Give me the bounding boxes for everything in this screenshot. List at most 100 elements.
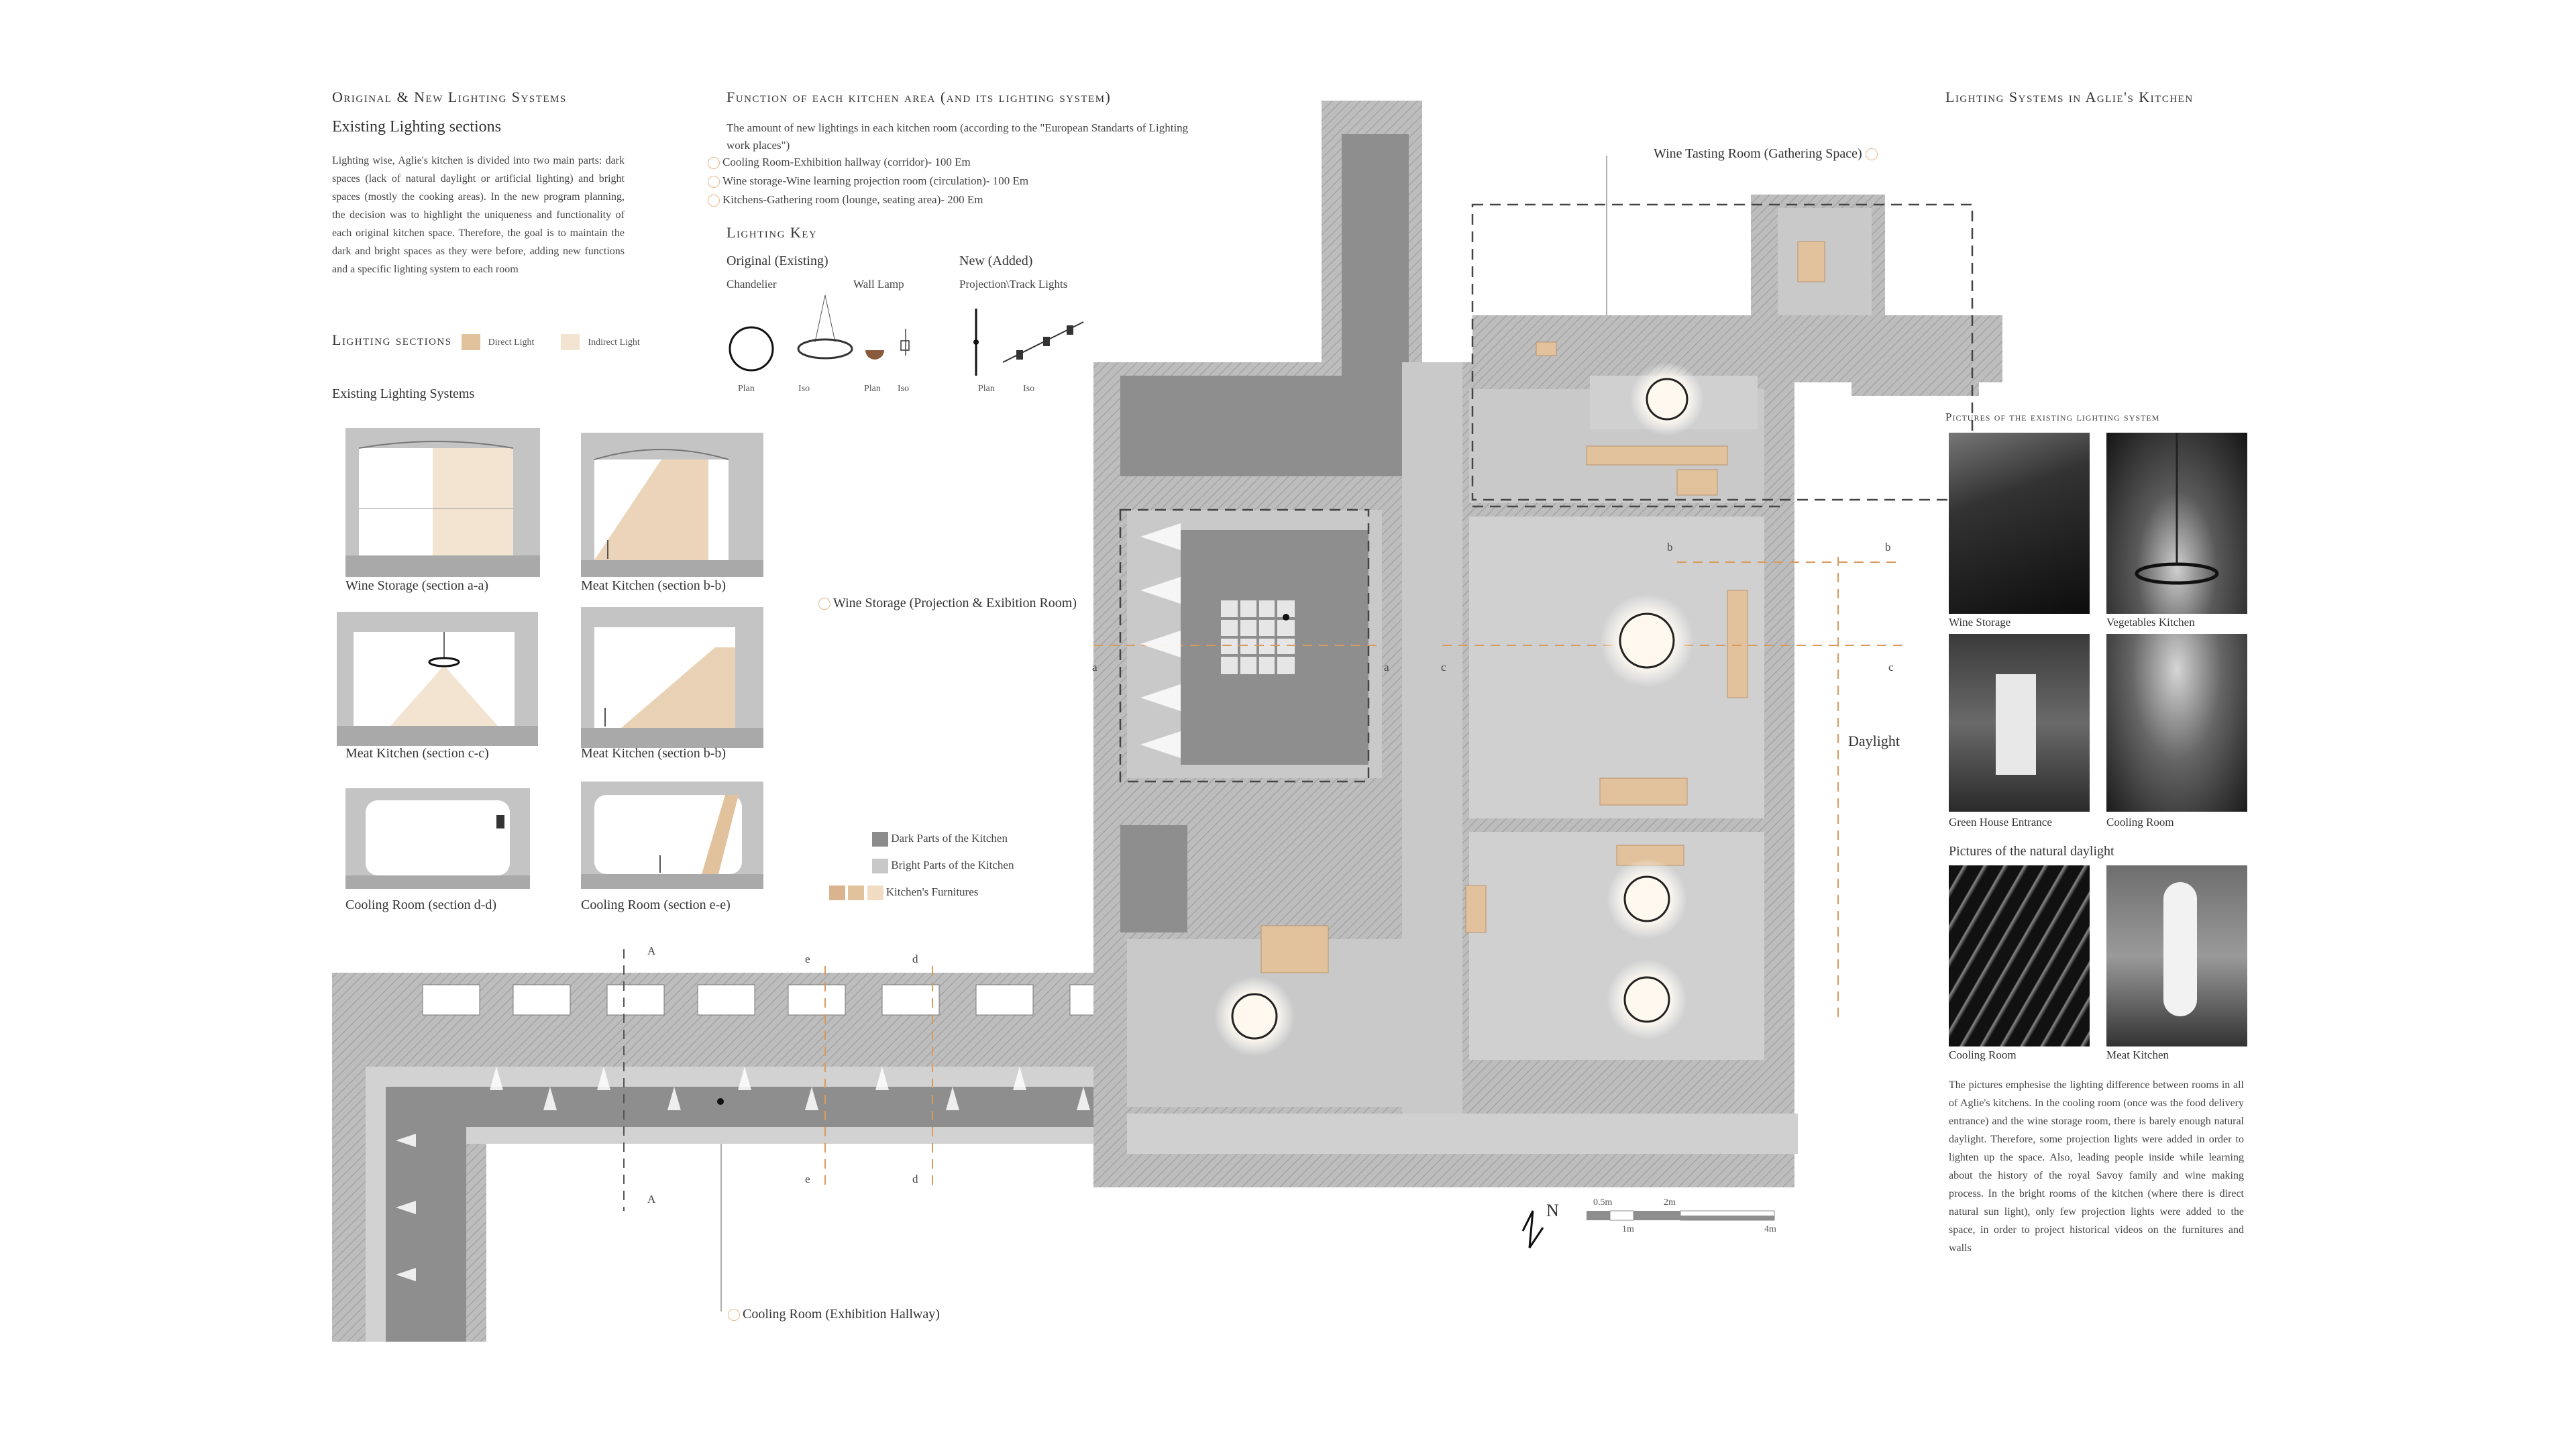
scale-2: 2m [1664, 1197, 1676, 1208]
cooling-corridor [332, 973, 1137, 1342]
key-plan-3: Plan [978, 384, 995, 394]
indirect-light-label: Indirect Light [588, 337, 640, 347]
lighting-sections-legend: Lighting sections Direct Light Indirect … [332, 331, 640, 351]
section-caption-6: Cooling Room (section e-e) [581, 898, 731, 912]
caption-green-house: Green House Entrance [1949, 816, 2052, 828]
bright-swatch [872, 859, 888, 874]
section-drawing-bb-2 [581, 607, 763, 748]
circle-number-icon [708, 195, 720, 207]
scale-bar [1587, 1210, 1775, 1221]
key-original: Original (Existing) [727, 254, 828, 268]
key-wall-lamp: Wall Lamp [853, 278, 904, 290]
circle-number-icon [728, 1309, 740, 1322]
key-iso-2: Iso [898, 384, 910, 394]
cut-label-e-bottom: e [805, 1173, 810, 1185]
dark-swatch [872, 832, 888, 847]
label-wine-storage: Wine Storage (Projection & Exibition Roo… [818, 596, 1077, 611]
cut-label-d-top: d [912, 953, 918, 965]
cut-label-b-left: b [1667, 541, 1673, 553]
chandelier-plan-icon [729, 326, 774, 372]
cut-label-A-top: A [647, 945, 656, 957]
right-paragraph: The pictures emphesise the lighting diff… [1949, 1079, 2244, 1254]
kitchen-building [1093, 101, 2002, 1187]
chandeliers [1214, 362, 1704, 1057]
caption-meat-kitchen: Meat Kitchen [2106, 1049, 2169, 1061]
function-item-2: Wine storage-Wine learning projection ro… [708, 172, 1028, 191]
left-title: Original & New Lighting Systems [332, 89, 567, 105]
plan-legend: Dark Parts of the Kitchen Bright Parts o… [829, 825, 1014, 906]
lighting-key-title: Lighting Key [727, 224, 818, 241]
photo-cooling-room-daylight [1949, 865, 2090, 1046]
indirect-light-swatch [561, 334, 580, 351]
cut-label-a-right: a [1384, 661, 1389, 674]
key-iso-3: Iso [1023, 384, 1035, 394]
cut-label-c-right: c [1888, 661, 1894, 674]
pictures-existing-title: Pictures of the existing lighting system [1945, 411, 2160, 423]
cut-label-d-bottom: d [912, 1173, 918, 1185]
function-title: Function of each kitchen area (and its l… [727, 89, 1112, 105]
scale-05: 0.5m [1593, 1197, 1613, 1208]
function-item-3: Kitchens-Gathering room (lounge, seating… [708, 191, 1028, 209]
legend-dark: Dark Parts of the Kitchen [872, 825, 1014, 852]
key-projection: Projection\Track Lights [959, 278, 1068, 290]
track-light-iso-icon [1002, 321, 1084, 363]
photo-green-house [1949, 634, 2090, 812]
legend-furn: Kitchen's Furnitures [829, 879, 1014, 906]
section-drawing-ee [581, 782, 763, 889]
section-drawing-dd [345, 788, 530, 889]
direct-light-label: Direct Light [488, 337, 535, 347]
cut-label-b-right: b [1885, 541, 1891, 553]
furniture-swatch-2 [848, 885, 865, 901]
direct-light-swatch [461, 334, 480, 351]
caption-cooling-room: Cooling Room [2106, 816, 2174, 828]
furniture-swatch-1 [829, 885, 845, 901]
key-plan-2: Plan [864, 384, 881, 394]
existing-systems-title: Existing Lighting Systems [332, 386, 475, 401]
label-wine-tasting: Wine Tasting Room (Gathering Space) [1654, 146, 1880, 162]
section-caption-4: Meat Kitchen (section b-b) [581, 746, 727, 761]
furnitures [1260, 241, 1825, 973]
section-caption-2: Meat Kitchen (section b-b) [581, 578, 727, 593]
left-subtitle: Existing Lighting sections [332, 118, 501, 136]
scale-1: 1m [1622, 1224, 1634, 1234]
section-caption-5: Cooling Room (section d-d) [345, 898, 496, 912]
projection-beams [396, 523, 1181, 1281]
left-paragraph: Lighting wise, Aglie's kitchen is divide… [332, 155, 625, 275]
function-item-1: Cooling Room-Exhibition hallway (corrido… [708, 153, 1028, 172]
section-drawing-cc [337, 612, 538, 746]
cut-label-e-top: e [805, 953, 810, 965]
lighting-sections-title: Lighting sections [332, 331, 452, 348]
circle-number-icon [1865, 148, 1878, 161]
north-arrow-icon [1521, 1210, 1544, 1248]
cut-label-A-bottom: A [647, 1193, 656, 1205]
legend-bright: Bright Parts of the Kitchen [872, 852, 1014, 879]
section-caption-1: Wine Storage (section a-a) [345, 578, 488, 593]
scale-4: 4m [1764, 1224, 1776, 1234]
wall-lamp-plan-icon [865, 350, 884, 360]
section-drawing-aa [345, 428, 540, 577]
cut-label-a-left: a [1092, 661, 1097, 674]
photo-vegetables-kitchen [2106, 433, 2247, 614]
right-title: Lighting Systems in Aglie's Kitchen [1945, 89, 2194, 105]
key-chandelier: Chandelier [727, 278, 777, 290]
section-caption-3: Meat Kitchen (section c-c) [345, 746, 489, 761]
pictures-natural-title: Pictures of the natural daylight [1949, 844, 2114, 859]
circle-number-icon [708, 157, 720, 170]
caption-vegetables-kitchen: Vegetables Kitchen [2106, 616, 2195, 629]
photo-wine-storage [1949, 433, 2090, 614]
label-cooling-room: Cooling Room (Exhibition Hallway) [728, 1307, 940, 1322]
photo-cooling-room [2106, 634, 2247, 812]
function-list: Cooling Room-Exhibition hallway (corrido… [708, 153, 1028, 209]
caption-wine-storage: Wine Storage [1949, 616, 2011, 629]
furniture-swatch-3 [867, 885, 883, 901]
wall-lamp-iso-icon [900, 329, 910, 356]
function-intro: The amount of new lightings in each kitc… [727, 121, 1189, 152]
cut-label-c-left: c [1441, 661, 1446, 674]
label-daylight: Daylight [1848, 733, 1900, 749]
key-new: New (Added) [959, 254, 1033, 268]
caption-cooling-room-2: Cooling Room [1949, 1049, 2017, 1061]
chandelier-iso-icon [797, 295, 853, 360]
lighting-key-symbols [729, 295, 1084, 376]
circle-number-icon [708, 176, 720, 189]
